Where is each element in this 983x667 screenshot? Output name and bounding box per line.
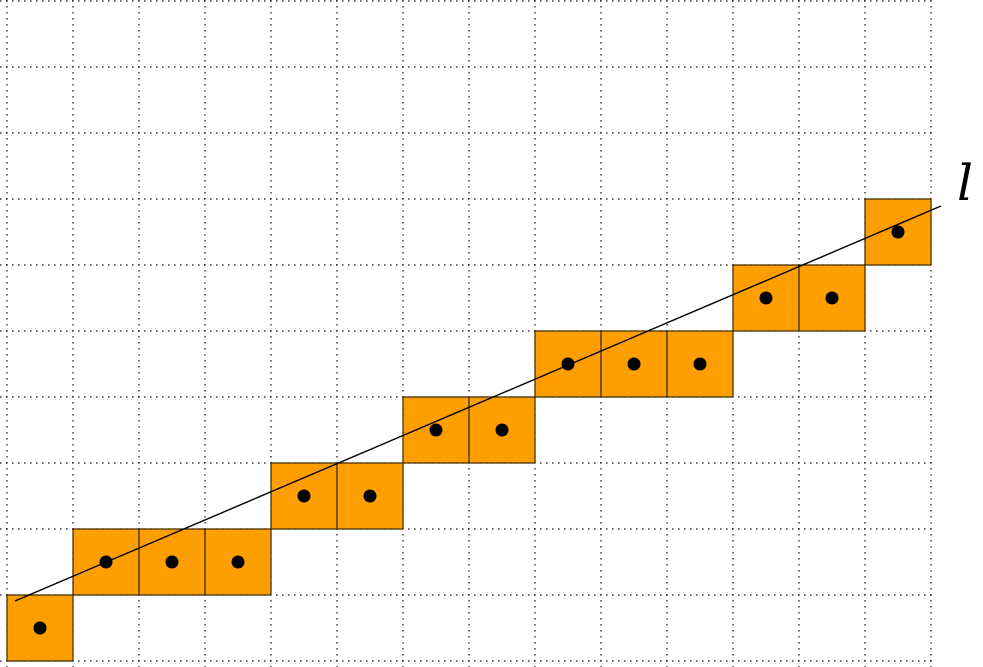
cell-center-dot xyxy=(825,291,839,305)
cell-center-dot xyxy=(429,423,443,437)
cell-center-dot xyxy=(297,489,311,503)
cell-center-dot xyxy=(627,357,641,371)
cell-center-dot xyxy=(759,291,773,305)
cell-center-dot xyxy=(891,225,905,239)
highlighted-cells xyxy=(6,198,932,662)
cell-center-dot xyxy=(495,423,509,437)
cell-center-dot xyxy=(693,357,707,371)
cell-center-dot xyxy=(33,621,47,635)
cell-center-dot xyxy=(561,357,575,371)
cell-center-dot xyxy=(231,555,245,569)
line-label: l xyxy=(957,154,973,212)
highlighted-cell xyxy=(798,264,866,332)
line-l xyxy=(14,205,942,602)
cell-center-dot xyxy=(363,489,377,503)
cell-center-dot xyxy=(165,555,179,569)
